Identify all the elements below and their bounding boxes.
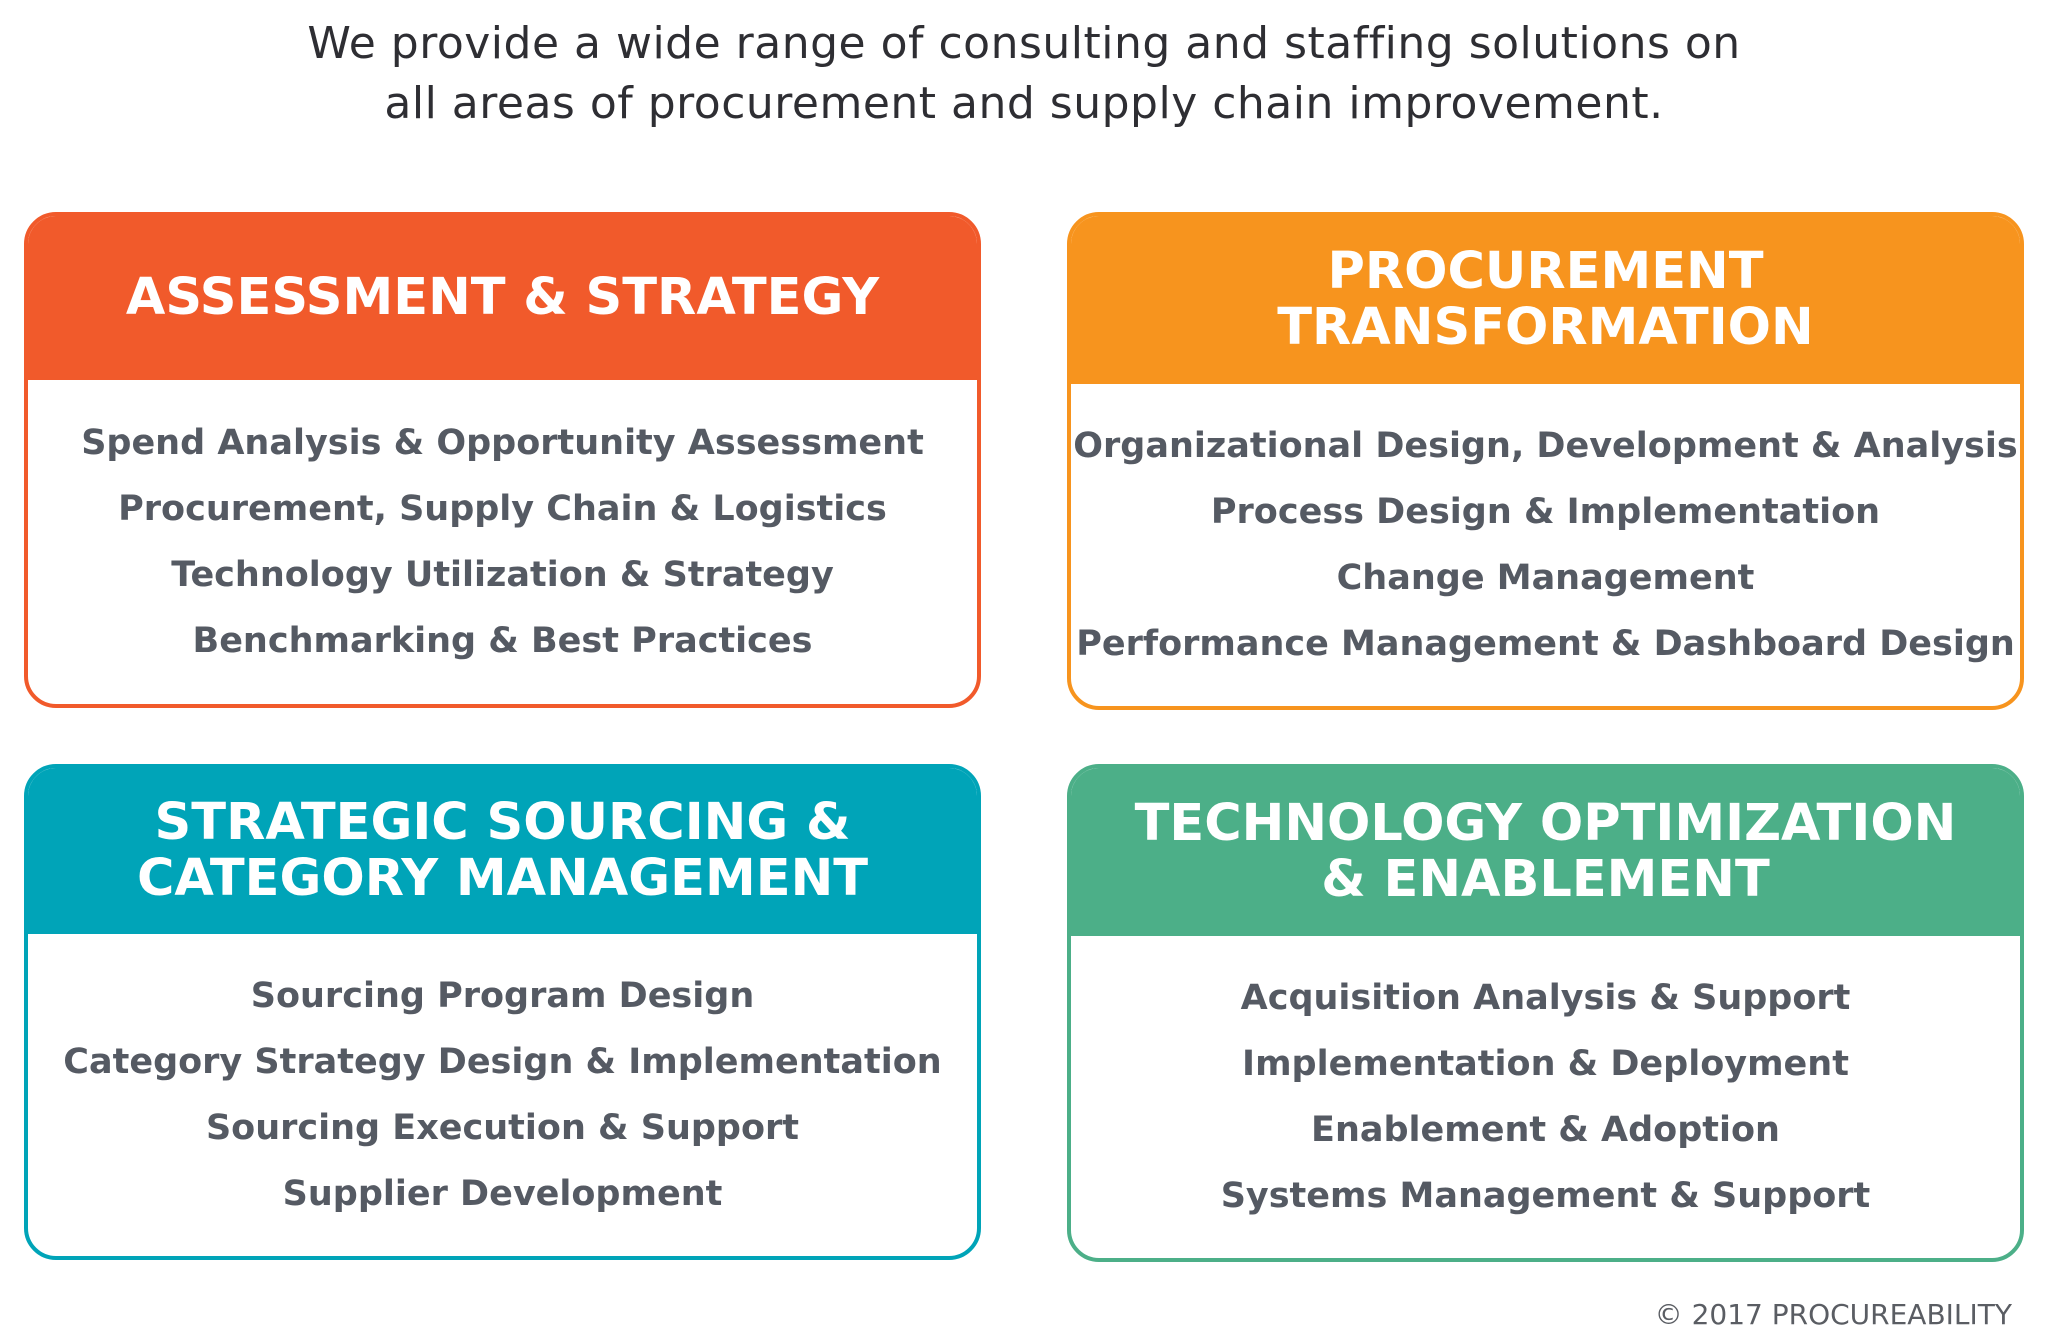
card-title-line-2: TRANSFORMATION [1277, 298, 1814, 357]
service-item: Benchmarking & Best Practices [192, 621, 813, 661]
card-title-line-1: STRATEGIC SOURCING & [154, 793, 851, 852]
card-header: ASSESSMENT & STRATEGY [28, 216, 977, 380]
service-item: Sourcing Execution & Support [205, 1108, 800, 1148]
service-item: Change Management [1336, 558, 1755, 598]
intro-line-2: all areas of procurement and supply chai… [384, 78, 1664, 129]
card-body: Organizational Design, Development & Ana… [1071, 384, 2020, 706]
service-item: Technology Utilization & Strategy [171, 555, 834, 595]
intro-text: We provide a wide range of consulting an… [0, 14, 2048, 134]
card-title: ASSESSMENT & STRATEGY [125, 268, 880, 327]
service-item: Organizational Design, Development & Ana… [1073, 426, 2018, 466]
card-title-line-2: & ENABLEMENT [1321, 850, 1770, 909]
service-item: Enablement & Adoption [1311, 1110, 1780, 1150]
card-title-line-1: TECHNOLOGY OPTIMIZATION [1134, 794, 1957, 853]
service-item: Supplier Development [282, 1174, 723, 1214]
card-assessment-strategy: ASSESSMENT & STRATEGY Spend Analysis & O… [24, 212, 981, 708]
service-item: Procurement, Supply Chain & Logistics [118, 489, 887, 529]
card-body: Acquisition Analysis & Support Implement… [1071, 936, 2020, 1258]
intro-line-1: We provide a wide range of consulting an… [307, 18, 1741, 69]
service-item: Implementation & Deployment [1242, 1044, 1849, 1084]
card-body: Sourcing Program Design Category Strateg… [28, 934, 977, 1256]
service-item: Acquisition Analysis & Support [1240, 978, 1851, 1018]
card-title-line-2: CATEGORY MANAGEMENT [136, 849, 869, 908]
service-item: Category Strategy Design & Implementatio… [63, 1042, 942, 1082]
service-item: Systems Management & Support [1220, 1176, 1871, 1216]
card-body: Spend Analysis & Opportunity Assessment … [28, 380, 977, 704]
card-header: TECHNOLOGY OPTIMIZATION & ENABLEMENT [1071, 768, 2020, 936]
service-item: Performance Management & Dashboard Desig… [1076, 624, 2015, 664]
card-title-line-1: PROCUREMENT [1327, 242, 1764, 301]
copyright-notice: © 2017 PROCUREABILITY [1654, 1298, 2012, 1331]
service-item: Process Design & Implementation [1210, 492, 1881, 532]
card-header: PROCUREMENT TRANSFORMATION [1071, 216, 2020, 384]
card-procurement-transformation: PROCUREMENT TRANSFORMATION Organizationa… [1067, 212, 2024, 710]
card-strategic-sourcing: STRATEGIC SOURCING & CATEGORY MANAGEMENT… [24, 764, 981, 1260]
card-header: STRATEGIC SOURCING & CATEGORY MANAGEMENT [28, 768, 977, 934]
service-item: Sourcing Program Design [250, 976, 755, 1016]
card-technology-optimization: TECHNOLOGY OPTIMIZATION & ENABLEMENT Acq… [1067, 764, 2024, 1262]
service-item: Spend Analysis & Opportunity Assessment [81, 423, 924, 463]
